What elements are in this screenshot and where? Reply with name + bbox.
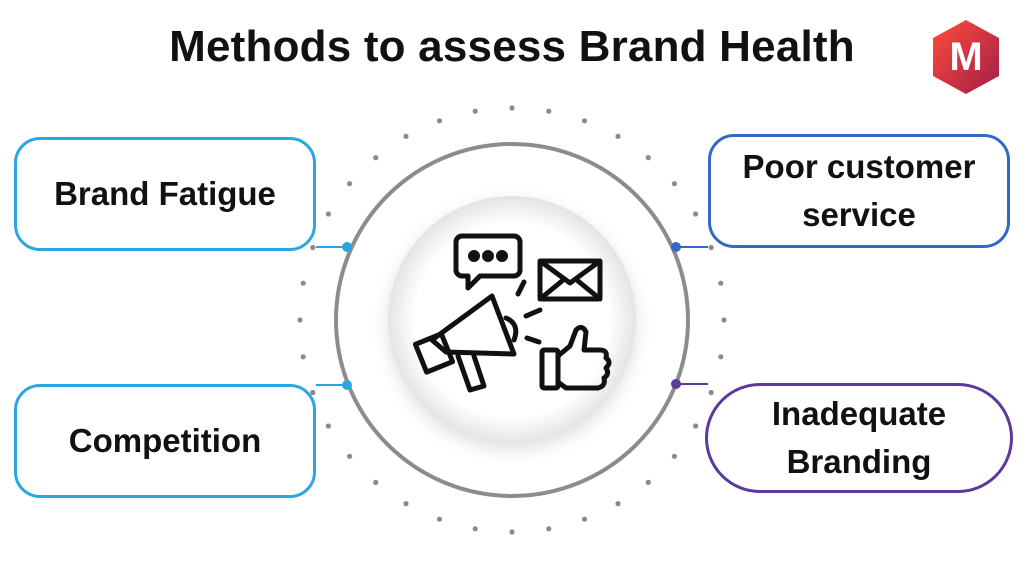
ring-dot (403, 133, 409, 139)
ring-dot (300, 280, 306, 286)
ring-dot (325, 211, 331, 217)
thumbs-up-icon (539, 324, 612, 391)
ring-dot (615, 501, 621, 507)
ring-dot (347, 181, 353, 187)
connector-dot-top-left (342, 242, 352, 252)
ring-dot (718, 354, 724, 360)
ring-dot (615, 133, 621, 139)
method-card-poor-customer-service: Poor customer service (708, 134, 1010, 248)
ring-dot (373, 155, 379, 161)
ring-dot (645, 155, 651, 161)
marketing-megaphone-icon (412, 233, 612, 393)
chat-bubble-icon (453, 233, 523, 291)
ring-dot (581, 118, 588, 124)
ring-dot (671, 181, 678, 187)
ring-dot (645, 479, 651, 485)
method-card-brand-fatigue: Brand Fatigue (14, 137, 316, 251)
dotted-ring (297, 105, 727, 535)
ring-dot (310, 389, 316, 396)
method-label: Brand Fatigue (54, 175, 276, 213)
ring-dot (546, 108, 552, 114)
logo-hexagon-icon (933, 20, 999, 94)
method-label-line2: service (802, 196, 916, 233)
ring-dot (436, 516, 443, 522)
ring-dot (347, 453, 353, 459)
ring-dot (436, 118, 443, 124)
megaphone-icon (412, 279, 543, 393)
ring-dot (472, 108, 478, 114)
ring-dot (300, 354, 306, 360)
ring-dot (472, 526, 478, 532)
method-label: Competition (68, 422, 262, 460)
method-label-line2: Branding (786, 443, 932, 480)
ring-dot (693, 423, 699, 429)
outer-ring (334, 142, 690, 498)
ring-dot (325, 423, 331, 429)
envelope-icon (537, 258, 603, 302)
connector-dot-top-right (671, 242, 681, 252)
ring-dot (671, 453, 678, 459)
connector-dot-bottom-right (671, 379, 681, 389)
brand-logo: M (933, 20, 999, 94)
method-card-competition: Competition (14, 384, 316, 498)
logo-letter: M (949, 35, 982, 79)
ring-dot (403, 501, 409, 507)
ring-dot (373, 479, 379, 485)
ring-dot (721, 317, 727, 323)
method-card-inadequate-branding: Inadequate Branding (705, 383, 1013, 493)
ring-dot (693, 211, 699, 217)
method-label-line1: Inadequate (771, 395, 947, 433)
ring-dot (708, 389, 714, 396)
ring-dot (546, 526, 552, 532)
ring-dot (310, 244, 316, 251)
ring-dot (509, 529, 515, 535)
method-label-line1: Poor customer (742, 148, 976, 186)
ring-dot (297, 317, 303, 323)
ring-dot (718, 280, 724, 286)
ring-dot (581, 516, 588, 522)
connector-dot-bottom-left (342, 380, 352, 390)
page-title: Methods to assess Brand Health (169, 22, 855, 71)
ring-dot (509, 105, 515, 111)
ring-dot (708, 244, 714, 251)
